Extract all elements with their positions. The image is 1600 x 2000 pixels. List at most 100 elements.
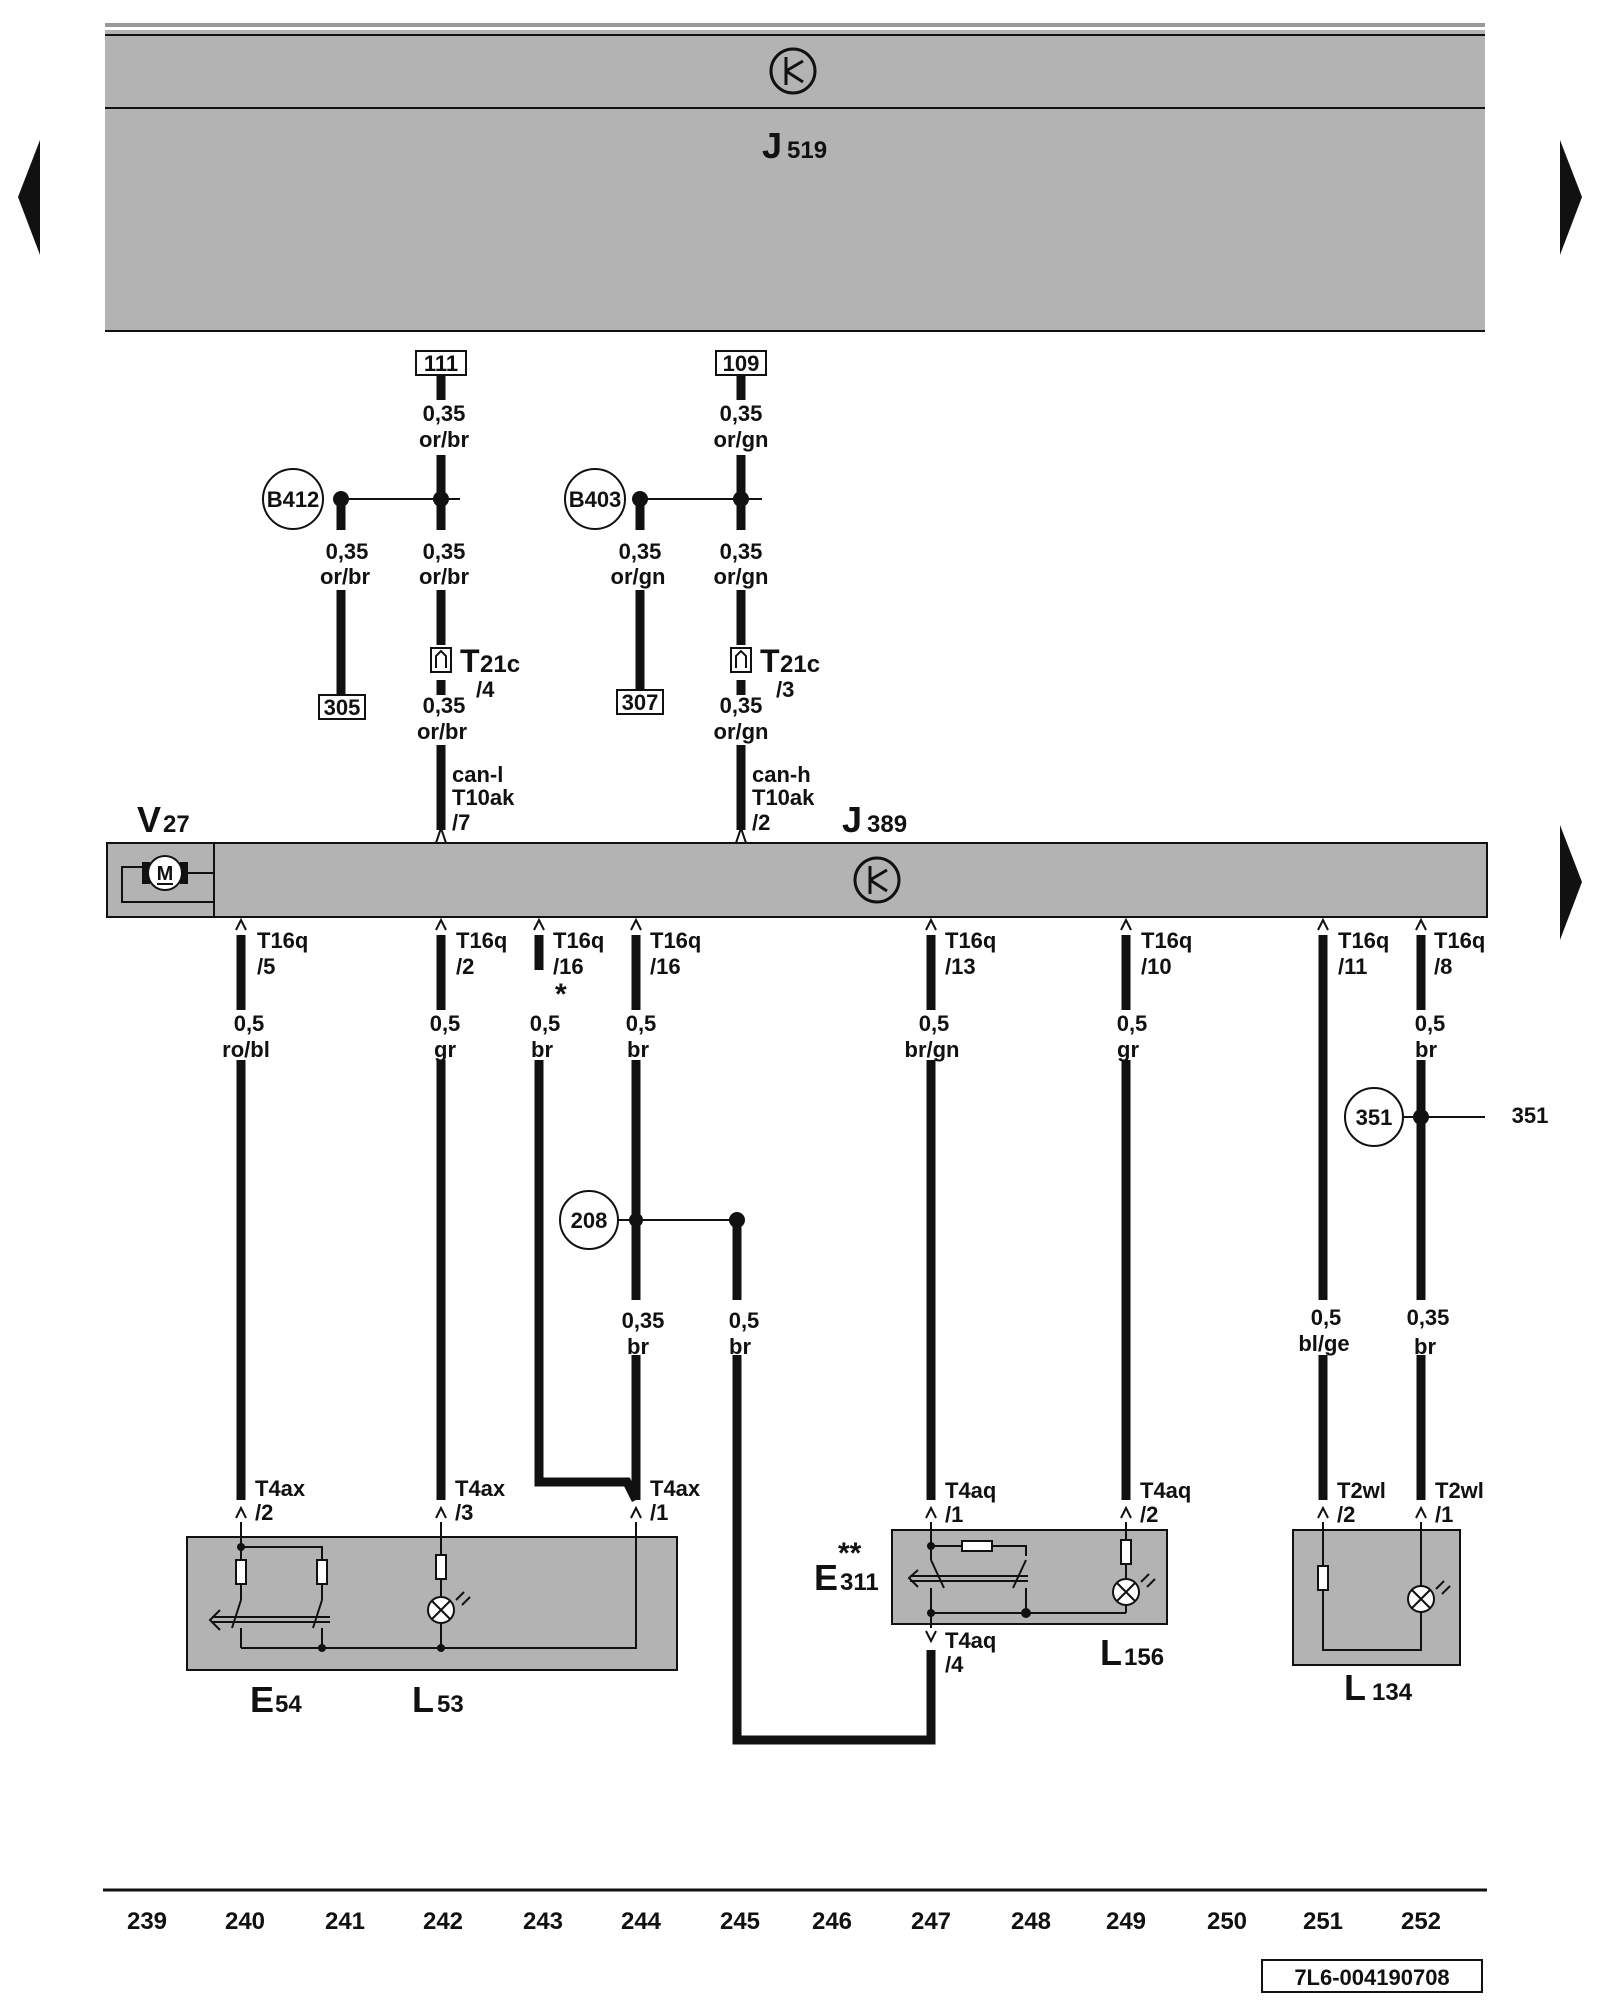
- connector-t21c-3: T 21c /3: [730, 643, 820, 702]
- connector-t21c-4: T 21c /4: [430, 643, 520, 702]
- control-unit-j519: J 519: [105, 23, 1485, 332]
- grid-number: 250: [1207, 1908, 1247, 1935]
- grid-number: 248: [1011, 1908, 1051, 1935]
- t4ax-label: T4ax: [650, 1476, 701, 1501]
- wire-color: or/gn: [714, 427, 769, 452]
- e311-number: 311: [840, 1569, 879, 1596]
- t21c-pin: /3: [776, 677, 794, 702]
- b403-label: B403: [569, 487, 622, 512]
- t4ax-label: T4ax: [255, 1476, 306, 1501]
- t4aq-pin: /2: [1140, 1502, 1158, 1527]
- wire-size: 0,35: [423, 539, 466, 564]
- grid-number: 249: [1106, 1908, 1146, 1935]
- t16q-label: T16q: [1434, 928, 1485, 953]
- wire-size: 0,5: [919, 1011, 950, 1036]
- l156-letter: L: [1100, 1632, 1122, 1673]
- wire-size: 0,35: [622, 1308, 665, 1333]
- can-h-label: can-h: [752, 762, 811, 787]
- t16q-label: T16q: [257, 928, 308, 953]
- t21c-sub: 21c: [480, 651, 520, 678]
- wire-size: 0,5: [1415, 1011, 1446, 1036]
- t4aq-label: T4aq: [945, 1628, 996, 1653]
- j519-label: J: [762, 125, 782, 166]
- wire-color: or/gn: [611, 564, 666, 589]
- wire-247: [925, 917, 937, 1500]
- ref-111: 111: [424, 351, 458, 376]
- component-l134: [1292, 1505, 1461, 1666]
- wire-size: 0,5: [430, 1011, 461, 1036]
- wire-size: 0,35: [619, 539, 662, 564]
- wire-color: ro/bl: [222, 1037, 270, 1062]
- wire-color: br: [531, 1037, 553, 1062]
- document-id-box: 7L6-004190708: [1261, 1959, 1483, 1993]
- previous-page-arrow-icon[interactable]: [18, 140, 40, 255]
- t16q-pin: /2: [456, 954, 474, 979]
- ref-351-text: 351: [1512, 1103, 1549, 1128]
- control-unit-j389: M: [106, 824, 1488, 918]
- grid-number: 244: [621, 1908, 662, 1935]
- wire-color: or/br: [419, 427, 470, 452]
- wire-size: 0,35: [1407, 1305, 1450, 1330]
- wire-color: br: [627, 1334, 649, 1359]
- can-l-label: can-l: [452, 762, 503, 787]
- t16q-pin: /5: [257, 954, 275, 979]
- t2wl-label: T2wl: [1435, 1478, 1484, 1503]
- wire-color: br: [729, 1334, 751, 1359]
- wire-111-path: 111: [415, 350, 467, 830]
- t16q-pin: /16: [650, 954, 681, 979]
- t16q-label: T16q: [1141, 928, 1192, 953]
- wire-color: gr: [1117, 1037, 1139, 1062]
- grid-number: 252: [1401, 1908, 1441, 1935]
- wire-251: [1317, 917, 1329, 1500]
- e54-letter: E: [250, 1679, 274, 1720]
- next-page-arrow-icon[interactable]: [1560, 825, 1582, 940]
- wire-color: br/gn: [905, 1037, 960, 1062]
- grid-number: 241: [325, 1908, 365, 1935]
- grid-number: 247: [911, 1908, 951, 1935]
- wire-color: or/gn: [714, 564, 769, 589]
- t16q-pin: /11: [1338, 954, 1367, 979]
- wire-size: 0,35: [720, 693, 763, 718]
- wire-249: [1120, 917, 1132, 1500]
- lamp-icon: [1112, 1573, 1156, 1606]
- document-id: 7L6-004190708: [1294, 1965, 1449, 1990]
- grid-number: 242: [423, 1908, 463, 1935]
- grid-number: 243: [523, 1908, 563, 1935]
- t10ak-label: T10ak: [752, 785, 815, 810]
- ref-307: 307: [622, 690, 659, 715]
- t16q-pin: /16: [553, 954, 584, 979]
- grid-number: 245: [720, 1908, 760, 1935]
- e54-number: 54: [275, 1691, 302, 1718]
- t4ax-pin: /3: [455, 1500, 473, 1525]
- t16q-pin: /8: [1434, 954, 1452, 979]
- wire-size: 0,35: [720, 401, 763, 426]
- wire-color: bl/ge: [1298, 1331, 1349, 1356]
- ref-305: 305: [324, 695, 361, 720]
- wire-size: 0,5: [530, 1011, 561, 1036]
- t16q-pin: /13: [945, 954, 976, 979]
- wire-color: br: [1414, 1334, 1436, 1359]
- l134-number: 134: [1372, 1679, 1413, 1706]
- e311-letter: E: [814, 1557, 838, 1598]
- t16q-label: T16q: [945, 928, 996, 953]
- t10ak-pin: /2: [752, 810, 770, 835]
- wire-244: [630, 917, 642, 1500]
- wire-color: br: [627, 1037, 649, 1062]
- wire-size: 0,5: [234, 1011, 265, 1036]
- ref-351-circle: 351: [1356, 1105, 1393, 1130]
- l53-number: 53: [437, 1691, 464, 1718]
- motor-symbol: M: [157, 863, 174, 885]
- t21c-pin: /4: [476, 677, 495, 702]
- wire-color: or/br: [417, 719, 468, 744]
- next-page-arrow-icon[interactable]: [1560, 140, 1582, 255]
- wire-size: 0,35: [423, 693, 466, 718]
- lamp-icon: [1407, 1580, 1451, 1613]
- junction-b403: B403 307: [564, 468, 762, 715]
- t16q-label: T16q: [456, 928, 507, 953]
- wire-size: 0,5: [1311, 1305, 1342, 1330]
- ref-109: 109: [723, 351, 760, 376]
- junction-b412: B412 305: [262, 468, 460, 720]
- grid-number: 240: [225, 1908, 265, 1935]
- j519-number: 519: [787, 137, 827, 164]
- grid-number: 251: [1303, 1908, 1343, 1935]
